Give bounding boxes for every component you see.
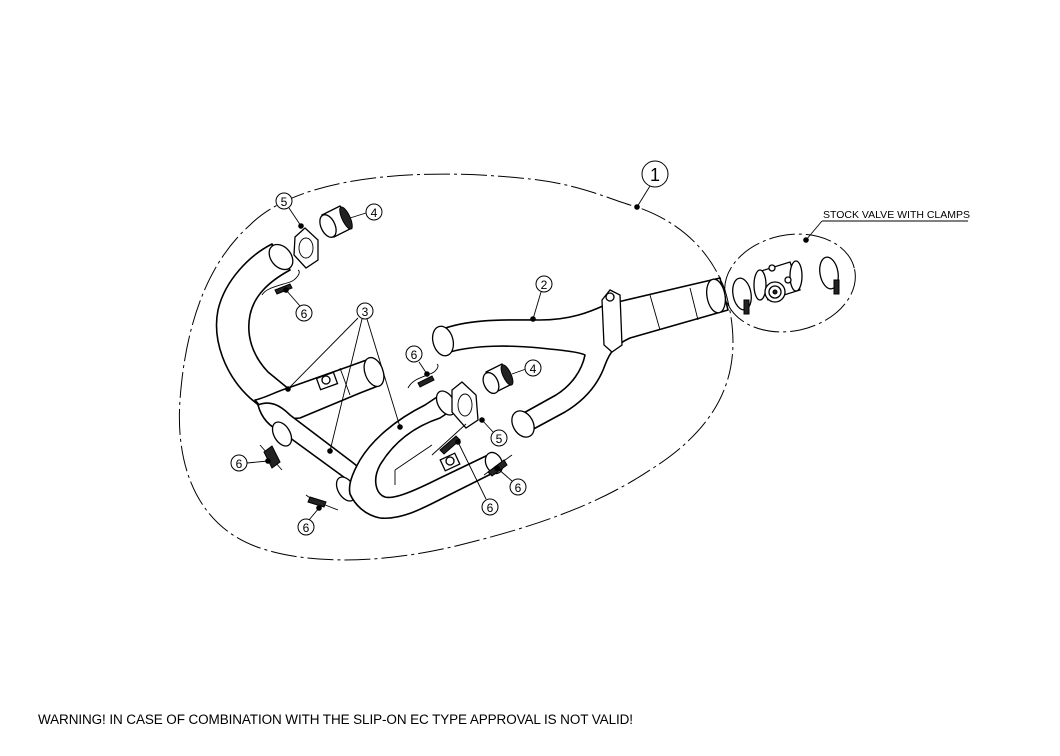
callout-5-upper-label: 5 xyxy=(281,195,288,209)
callout-6-f-label: 6 xyxy=(515,481,522,495)
y-pipe xyxy=(431,277,729,438)
header-pipe-lower-u xyxy=(348,390,504,520)
callout-1-label: 1 xyxy=(650,165,660,185)
callout-6-c xyxy=(230,454,248,472)
callout-5-upper xyxy=(275,192,293,210)
callout-4-upper xyxy=(365,203,383,221)
stock-valve xyxy=(732,256,840,315)
header-pipe-upper xyxy=(254,356,385,420)
callout-6-e-label: 6 xyxy=(487,501,494,515)
callout-4-upper-label: 4 xyxy=(371,206,378,220)
callout-6-e xyxy=(481,498,499,516)
seal-ring-upper xyxy=(319,205,353,238)
callout-4-lower xyxy=(524,359,542,377)
callout-6-a-label: 6 xyxy=(301,307,308,321)
callout-6-a xyxy=(295,304,313,322)
callout-2 xyxy=(535,275,553,293)
callout-5-lower-label: 5 xyxy=(496,432,503,446)
header-pipe-upper-left xyxy=(215,243,294,409)
gasket-upper xyxy=(293,227,319,269)
springs xyxy=(259,269,513,511)
warning-note: WARNING! IN CASE OF COMBINATION WITH THE… xyxy=(38,712,633,727)
callout-3-label: 3 xyxy=(362,305,369,319)
callout-6-b xyxy=(405,345,423,363)
callout-4-lower-label: 4 xyxy=(530,362,537,376)
seal-ring-lower xyxy=(482,363,514,395)
callout-2-label: 2 xyxy=(541,278,548,292)
callout-6-d-label: 6 xyxy=(303,521,310,535)
callout-6-d xyxy=(297,518,315,536)
callout-3 xyxy=(356,302,374,320)
callout-5-lower xyxy=(490,429,508,447)
callout-6-b-label: 6 xyxy=(411,348,418,362)
callout-6-f xyxy=(509,478,527,496)
callout-6-c-label: 6 xyxy=(236,457,243,471)
gasket-lower xyxy=(451,381,479,429)
stock-valve-label: STOCK VALVE WITH CLAMPS xyxy=(823,209,970,221)
callout-1 xyxy=(641,160,669,188)
assembly-boundary xyxy=(178,173,734,561)
